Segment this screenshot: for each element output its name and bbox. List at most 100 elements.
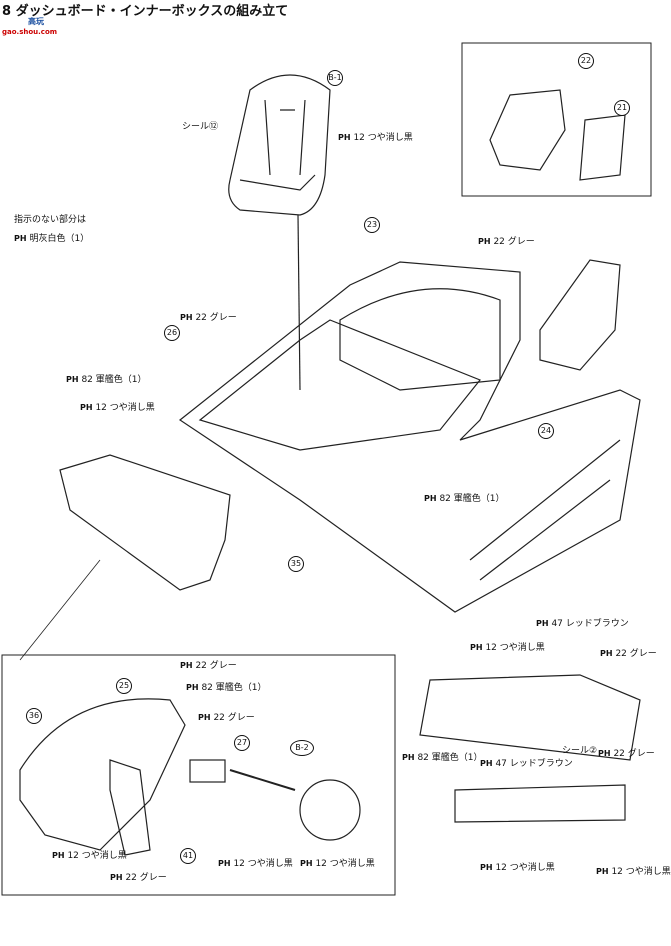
br-grey-right-label: PH 22 グレー [600, 648, 657, 660]
part-ref-b1: B-1 [327, 70, 343, 86]
bl-grey-bottom-label: PH 22 グレー [110, 872, 167, 884]
ph-prefix: PH [600, 649, 613, 658]
small-part-grey-label: PH 22 グレー [180, 312, 237, 324]
br-grey-right-text: 22 グレー [615, 649, 657, 659]
door-panel-drawing [419, 674, 641, 761]
bl-grey-top-text: 22 グレー [195, 661, 237, 671]
interior-tub-drawing [178, 259, 641, 613]
bl-grey-top-label: PH 22 グレー [180, 660, 237, 672]
floor-color-text: 82 軍艦色（1） [439, 494, 505, 504]
default-color-note-2: PH 明灰白色（1） [14, 233, 89, 245]
br-brown-top-text: 47 レッドブラウン [551, 619, 629, 629]
part-number-21: 21 [614, 100, 630, 116]
ph-prefix: PH [52, 851, 65, 860]
bl-black-mid-text: 12 つや消し黒 [233, 859, 293, 869]
part-number-27: 27 [234, 735, 250, 751]
part-number-23: 23 [364, 217, 380, 233]
ph-prefix: PH [598, 749, 611, 758]
assembly-guide-line [297, 214, 301, 391]
ph-prefix: PH [186, 683, 199, 692]
bl-grey-mid-label: PH 22 グレー [198, 712, 255, 724]
bl-black-right-text: 12 つや消し黒 [315, 859, 375, 869]
body-grey-text: 22 グレー [493, 237, 535, 247]
ph-prefix: PH [80, 403, 93, 412]
br-brown-mid-label: PH 47 レッドブラウン [480, 758, 573, 770]
bl-grey-mid-text: 22 グレー [213, 713, 255, 723]
br-black-bottom-text: 12 つや消し黒 [495, 863, 555, 873]
bl-navy-label: PH 82 軍艦色（1） [186, 682, 266, 694]
br-navy-text: 82 軍艦色（1） [417, 753, 483, 763]
default-color-note-1: 指示のない部分は [14, 215, 87, 225]
ph-prefix: PH [180, 661, 193, 670]
inset-frame [461, 42, 652, 197]
ph-prefix: PH [470, 643, 483, 652]
small-part-black-text: 12 つや消し黒 [95, 403, 155, 413]
part-number-36: 36 [26, 708, 42, 724]
ph-prefix: PH [480, 863, 493, 872]
br-black-bottom-label: PH 12 つや消し黒 [480, 862, 555, 874]
ph-prefix: PH [14, 234, 27, 243]
ph-prefix: PH [300, 859, 313, 868]
bl-black-left-text: 12 つや消し黒 [67, 851, 127, 861]
br-seal-label: シール② [562, 746, 598, 756]
ph-prefix: PH [110, 873, 123, 882]
dashboard-drawing [19, 698, 186, 851]
ph-prefix: PH [478, 237, 491, 246]
ph-prefix: PH [596, 867, 609, 876]
part-number-35: 35 [288, 556, 304, 572]
ph-prefix: PH [480, 759, 493, 768]
ph-prefix: PH [536, 619, 549, 628]
br-black-bottom2-text: 12 つや消し黒 [611, 867, 671, 877]
bl-black-mid-label: PH 12 つや消し黒 [218, 858, 293, 870]
part-number-22: 22 [578, 53, 594, 69]
bl-navy-text: 82 軍艦色（1） [201, 683, 267, 693]
ph-prefix: PH [218, 859, 231, 868]
part-number-41: 41 [180, 848, 196, 864]
part-number-26: 26 [164, 325, 180, 341]
ph-prefix: PH [424, 494, 437, 503]
step-title: ダッシュボード・インナーボックスの組み立て [15, 4, 289, 19]
small-part-navy-label: PH 82 軍艦色（1） [66, 374, 146, 386]
br-navy-label: PH 82 軍艦色（1） [402, 752, 482, 764]
part-ref-b2: B-2 [290, 740, 314, 756]
br-grey-right2-text: 22 グレー [613, 749, 655, 759]
default-color-text: 明灰白色（1） [29, 234, 90, 244]
ph-prefix: PH [66, 375, 79, 384]
bl-black-left-label: PH 12 つや消し黒 [52, 850, 127, 862]
step-number: 8 [2, 4, 12, 19]
seal-label: シール⑫ [182, 122, 219, 132]
inset-seat-back [579, 114, 626, 181]
bl-grey-bottom-text: 22 グレー [125, 873, 167, 883]
watermark-logo: 高玩 [28, 17, 44, 26]
page-title: 8 ダッシュボード・インナーボックスの組み立て [2, 0, 288, 19]
ph-prefix: PH [338, 133, 351, 142]
side-seat-drawing [539, 259, 621, 371]
br-black-bottom2-label: PH 12 つや消し黒 [596, 866, 671, 878]
steering-wheel-drawing [299, 779, 361, 841]
br-brown-mid-text: 47 レッドブラウン [495, 759, 573, 769]
small-part-navy-text: 82 軍艦色（1） [81, 375, 147, 385]
ph-prefix: PH [402, 753, 415, 762]
small-part-black-label: PH 12 つや消し黒 [80, 402, 155, 414]
part-27-drawing [189, 759, 226, 783]
bl-black-right-label: PH 12 つや消し黒 [300, 858, 375, 870]
floor-color-label: PH 82 軍艦色（1） [424, 493, 504, 505]
racing-seat-drawing [228, 74, 331, 216]
small-part-grey-text: 22 グレー [195, 313, 237, 323]
center-console-drawing [109, 759, 151, 856]
inset-seat-shell [489, 89, 566, 171]
br-black-top-text: 12 つや消し黒 [485, 643, 545, 653]
br-brown-top-label: PH 47 レッドブラウン [536, 618, 629, 630]
body-grey-label: PH 22 グレー [478, 236, 535, 248]
part-number-25: 25 [116, 678, 132, 694]
dash-upper-drawing [59, 454, 231, 591]
ph-prefix: PH [198, 713, 211, 722]
seat-color-text: 12 つや消し黒 [353, 133, 413, 143]
part-number-24: 24 [538, 423, 554, 439]
seat-color-label: PH 12 つや消し黒 [338, 132, 413, 144]
br-grey-right2-label: PH 22 グレー [598, 748, 655, 760]
ph-prefix: PH [180, 313, 193, 322]
dash-panel-drawing [454, 784, 626, 823]
br-black-top-label: PH 12 つや消し黒 [470, 642, 545, 654]
